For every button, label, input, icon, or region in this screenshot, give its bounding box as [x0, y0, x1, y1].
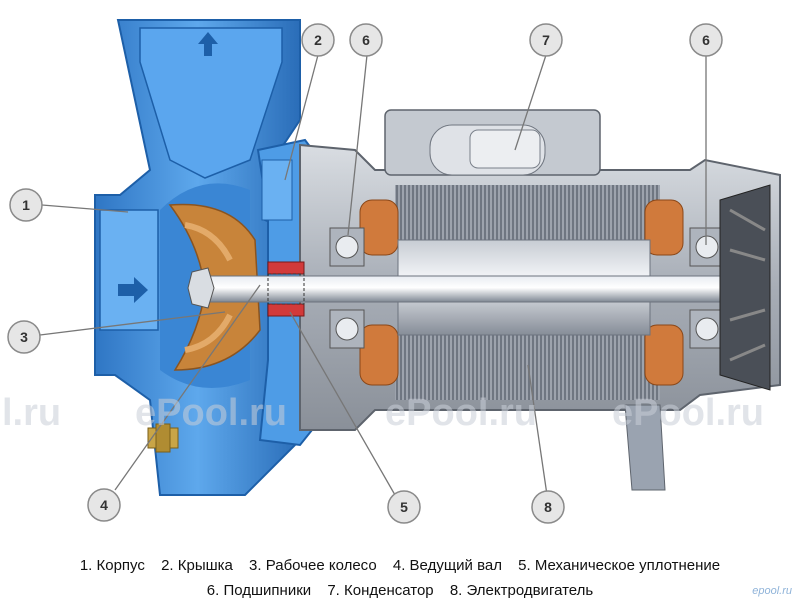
fan — [719, 184, 771, 391]
drive-shaft — [199, 275, 761, 303]
arrow-up-icon — [198, 32, 218, 56]
capacitor — [469, 129, 541, 169]
callout-circle — [7, 320, 41, 354]
mechanical-seal — [267, 261, 305, 317]
callout-6: 6 — [689, 23, 723, 57]
legend-item: 5. Механическое уплотнение — [518, 557, 721, 574]
callout-circle — [531, 490, 565, 524]
legend-item: 8. Электродвигатель — [449, 582, 594, 599]
impeller-nut — [187, 267, 215, 309]
legend-item: 4. Ведущий вал — [392, 557, 502, 574]
corner-logo: epool.ru — [752, 585, 792, 597]
callout-number: 7 — [542, 32, 550, 48]
callout-number: 5 — [400, 499, 408, 515]
callout-6: 6 — [349, 23, 383, 57]
callout-circle — [87, 488, 121, 522]
legend-item: 2. Крышка — [161, 557, 233, 574]
legend-item: 6. Подшипники — [206, 582, 312, 599]
motor-foot — [624, 404, 666, 491]
legend-item: 1. Корпус — [79, 557, 145, 574]
callouts: 1 2 3 4 5 6 6 7 8 — [7, 23, 723, 524]
callout-number: 3 — [20, 329, 28, 345]
callout-circle — [529, 23, 563, 57]
bearing-front — [329, 227, 365, 349]
callout-number: 1 — [22, 197, 30, 213]
callout-2: 2 — [301, 23, 335, 57]
callout-1: 1 — [9, 188, 43, 222]
bearing-rear — [689, 227, 725, 349]
callout-circle — [349, 23, 383, 57]
legend-item: 7. Конденсатор — [327, 582, 434, 599]
callout-7: 7 — [529, 23, 563, 57]
legend-item: 3. Рабочее колесо — [249, 557, 377, 574]
callout-circle — [689, 23, 723, 57]
callout-circle — [9, 188, 43, 222]
legend-line-1: 1. Корпус 2. Крышка 3. Рабочее колесо 4.… — [0, 557, 800, 574]
callout-circle — [301, 23, 335, 57]
callout-number: 2 — [314, 32, 322, 48]
callout-8: 8 — [531, 490, 565, 524]
legend-line-2: 6. Подшипники 7. Конденсатор 8. Электрод… — [0, 582, 800, 599]
callout-4: 4 — [87, 488, 121, 522]
callout-circle — [387, 490, 421, 524]
callout-number: 6 — [702, 32, 710, 48]
callout-3: 3 — [7, 320, 41, 354]
stator — [395, 185, 660, 400]
callout-number: 6 — [362, 32, 370, 48]
windings — [359, 199, 684, 386]
callout-number: 4 — [100, 497, 108, 513]
callout-5: 5 — [387, 490, 421, 524]
callout-number: 8 — [544, 499, 552, 515]
leader-lines — [39, 54, 707, 496]
arrow-right-icon — [118, 277, 148, 303]
